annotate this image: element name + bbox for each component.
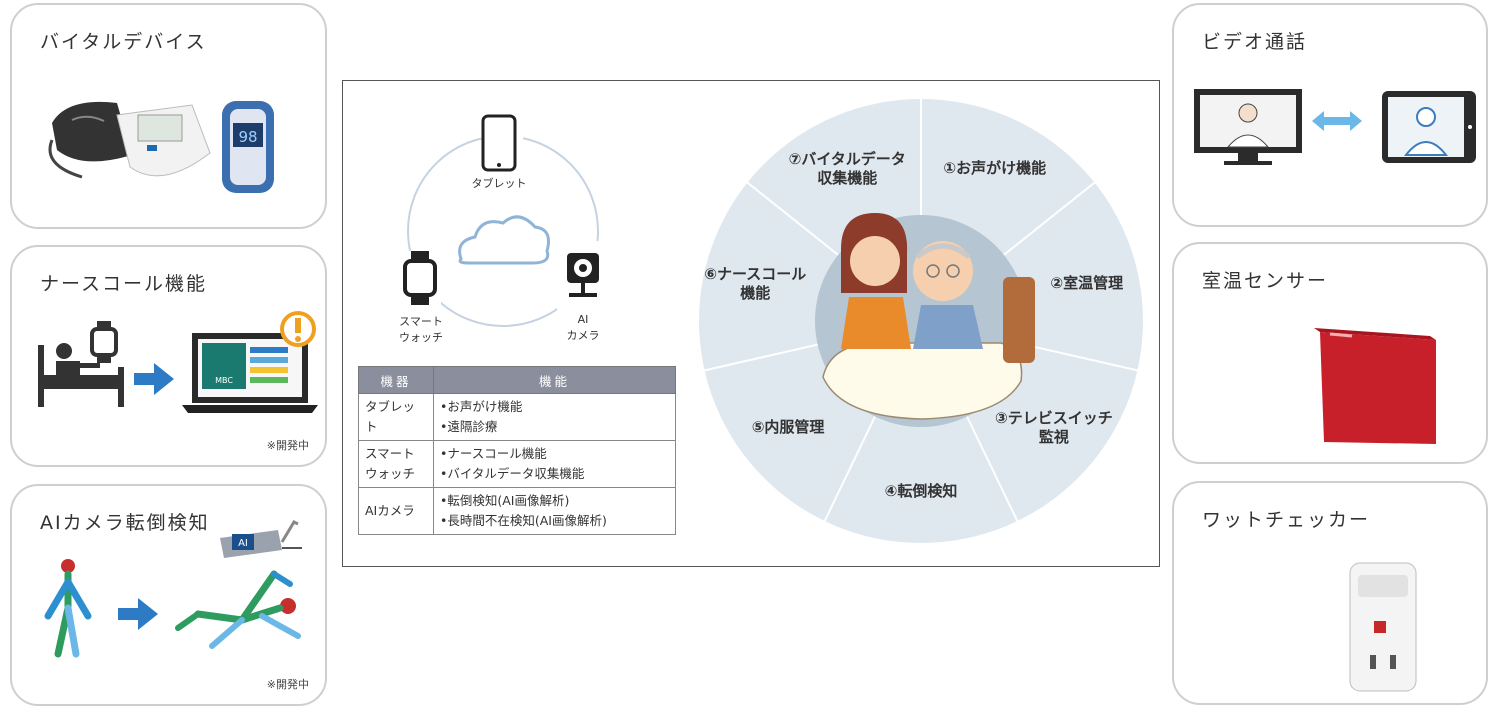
watt-checker-icon bbox=[1349, 562, 1417, 692]
wheel-label-3: ③テレビスイッチ bbox=[995, 409, 1113, 427]
panel-title: ワットチェッカー bbox=[1202, 509, 1371, 531]
tablet-label: タブレット bbox=[472, 176, 527, 190]
bed-patient-icon bbox=[38, 343, 124, 407]
panel-title: ビデオ通話 bbox=[1202, 31, 1308, 53]
svg-text:AI: AI bbox=[238, 538, 248, 549]
panel-title: AIカメラ転倒検知 bbox=[40, 512, 210, 534]
alert-icon bbox=[280, 311, 316, 347]
smartwatch-icon bbox=[90, 321, 118, 363]
table-row: タブレット •お声がけ機能 •遠隔診療 bbox=[358, 393, 676, 441]
wheel-label-6-line2: 機能 bbox=[740, 284, 770, 302]
camera-label-line1: AI bbox=[578, 313, 589, 326]
wheel-divider bbox=[1024, 343, 1138, 372]
function-item: •ナースコール機能 bbox=[440, 446, 547, 461]
function-cell: •転倒検知(AI画像解析) •長時間不在検知(AI画像解析) bbox=[433, 487, 676, 535]
watch-label-line1: スマート bbox=[399, 315, 443, 328]
function-item: •遠隔診療 bbox=[440, 419, 498, 434]
wheel-label-2: ②室温管理 bbox=[1050, 274, 1123, 292]
device-cell: タブレット bbox=[358, 393, 434, 441]
in-development-note: ※開発中 bbox=[266, 439, 309, 452]
standing-person-icon bbox=[44, 559, 92, 658]
screen-logo: MBC bbox=[215, 376, 233, 385]
smartwatch-icon bbox=[403, 251, 437, 305]
arrow-right-icon bbox=[118, 598, 158, 630]
camera-label-line2: カメラ bbox=[567, 329, 600, 342]
fall-detection-illustration: AI bbox=[44, 520, 302, 658]
oximeter-reading: 98 bbox=[238, 128, 257, 146]
function-cell: •お声がけ機能 •遠隔診療 bbox=[433, 393, 676, 441]
wheel-divider bbox=[823, 416, 876, 522]
temperature-sensor-icon bbox=[1314, 328, 1436, 444]
ai-camera-icon bbox=[567, 253, 599, 297]
table-header-function: 機能 bbox=[433, 366, 676, 394]
panel-vital-device: バイタルデバイス 98 bbox=[10, 3, 327, 229]
vital-device-illustration: 98 bbox=[48, 101, 274, 193]
function-item: •転倒検知(AI画像解析) bbox=[440, 493, 570, 508]
laptop-icon: MBC bbox=[182, 333, 318, 413]
temperature-sensor-illustration bbox=[1314, 328, 1436, 444]
wheel-dividers bbox=[704, 99, 1138, 522]
bidirectional-arrow-icon bbox=[1312, 111, 1362, 131]
panel-nurse-call: ナースコール機能 MBC bbox=[10, 245, 327, 467]
in-development-note: ※開発中 bbox=[266, 678, 309, 691]
wheel-label-5: ⑤内服管理 bbox=[752, 418, 825, 436]
nurse-call-illustration: MBC bbox=[38, 311, 318, 413]
device-cell: AIカメラ bbox=[358, 487, 434, 535]
table-row: スマート ウォッチ •ナースコール機能 •バイタルデータ収集機能 bbox=[358, 440, 676, 488]
monitor-icon bbox=[1194, 89, 1302, 165]
table-row: AIカメラ •転倒検知(AI画像解析) •長時間不在検知(AI画像解析) bbox=[358, 487, 676, 535]
elderly-couple-illustration bbox=[822, 213, 1035, 420]
wheel-label-1: ①お声がけ機能 bbox=[943, 159, 1046, 177]
wheel-divider bbox=[746, 181, 839, 256]
table-header-device: 機器 bbox=[358, 366, 434, 394]
function-item: •長時間不在検知(AI画像解析) bbox=[440, 513, 607, 528]
panel-title: ナースコール機能 bbox=[40, 273, 208, 295]
wheel-label-6: ⑥ナースコール bbox=[704, 265, 806, 283]
panel-title: 室温センサー bbox=[1202, 270, 1329, 292]
panel-temperature-sensor: 室温センサー bbox=[1172, 242, 1488, 464]
panel-ai-camera-fall: AIカメラ転倒検知 AI ※開発中 bbox=[10, 484, 327, 706]
wheel-divider bbox=[1003, 181, 1096, 256]
function-cell: •ナースコール機能 •バイタルデータ収集機能 bbox=[433, 440, 676, 488]
watt-checker-illustration bbox=[1349, 562, 1417, 692]
wheel-label-7: ⑦バイタルデータ bbox=[789, 150, 906, 168]
panel-video-call: ビデオ通話 bbox=[1172, 3, 1488, 227]
device-function-table: 機器 機能 タブレット •お声がけ機能 •遠隔診療 スマート ウォッチ •ナース… bbox=[358, 366, 676, 535]
device-cloud-diagram: タブレット スマート ウォッチ AI カメラ bbox=[399, 114, 607, 344]
tablet-icon bbox=[1382, 91, 1476, 163]
ai-camera-badge-icon: AI bbox=[220, 520, 302, 558]
blood-pressure-monitor-icon bbox=[116, 104, 211, 177]
tablet-icon bbox=[481, 114, 517, 172]
cloud-icon bbox=[458, 215, 550, 265]
system-overview-frame: タブレット スマート ウォッチ AI カメラ 機器 機能 タブレット bbox=[342, 80, 1160, 567]
arrow-right-icon bbox=[134, 363, 174, 395]
device-cell: スマート ウォッチ bbox=[358, 440, 434, 488]
wheel-label-3-line2: 監視 bbox=[1039, 428, 1069, 446]
wheel-label-4: ④転倒検知 bbox=[885, 482, 958, 500]
panel-title: バイタルデバイス bbox=[40, 31, 207, 53]
blood-pressure-cuff-icon bbox=[48, 101, 132, 179]
function-item: •バイタルデータ収集機能 bbox=[440, 466, 585, 481]
video-call-illustration bbox=[1194, 89, 1476, 165]
function-item: •お声がけ機能 bbox=[440, 399, 523, 414]
panel-watt-checker: ワットチェッカー bbox=[1172, 481, 1488, 705]
fallen-person-icon bbox=[175, 570, 301, 649]
wheel-label-7-line2: 収集機能 bbox=[817, 169, 877, 187]
pulse-oximeter-icon: 98 bbox=[222, 101, 274, 193]
wheel-divider bbox=[704, 343, 818, 372]
wheel-divider bbox=[966, 416, 1019, 522]
watch-label-line2: ウォッチ bbox=[399, 331, 443, 344]
